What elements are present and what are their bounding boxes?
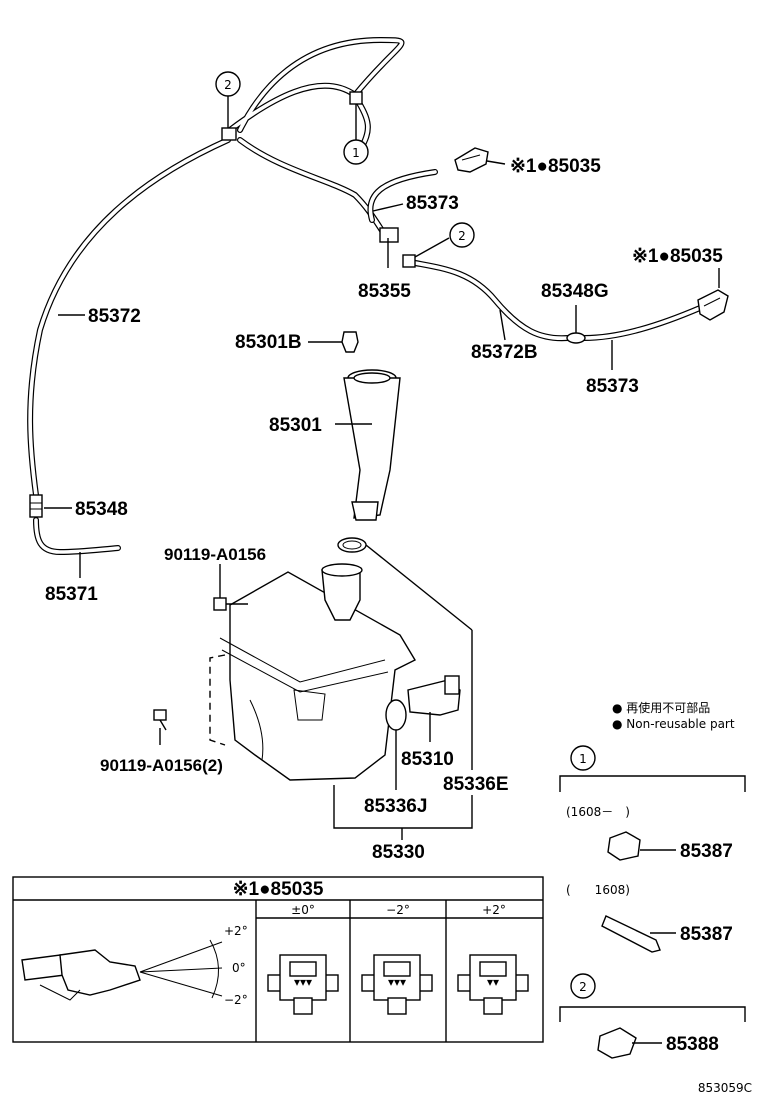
label-85330: 85330 xyxy=(372,842,425,863)
svg-text:▾▾: ▾▾ xyxy=(487,975,499,989)
col-minus2: −2° xyxy=(386,903,410,917)
tank-hidden-edge xyxy=(209,654,226,746)
joint-85348G xyxy=(566,332,586,344)
label-85373-top: 85373 xyxy=(406,193,459,214)
label-85035-top: ※1●85035 xyxy=(510,156,601,177)
connector-view-plus2: ▾▾ xyxy=(457,954,529,1015)
diagram-id: 853059C xyxy=(698,1081,752,1095)
label-90119-b: 90119-A0156(2) xyxy=(100,756,223,775)
clip-85387-b xyxy=(601,915,661,953)
hose-85372 xyxy=(27,137,231,498)
clip-1 xyxy=(349,91,363,105)
label-85310: 85310 xyxy=(401,749,454,770)
nozzle-angle-table: ※1●85035 ±0° −2° +2° +2° 0° −2° ▾▾▾ xyxy=(12,876,544,1043)
washer-tank-85330 xyxy=(219,563,416,781)
angle-minus2: −2° xyxy=(224,993,248,1007)
svg-text:2: 2 xyxy=(224,78,232,92)
label-85373-right: 85373 xyxy=(586,376,639,397)
grommet-85336J xyxy=(385,699,407,731)
label-85388: 85388 xyxy=(666,1034,719,1055)
svg-text:▾▾▾: ▾▾▾ xyxy=(294,975,312,989)
hose-85371 xyxy=(33,517,121,556)
pump-85310 xyxy=(407,675,461,716)
angle-0: 0° xyxy=(232,961,246,975)
label-85372: 85372 xyxy=(88,306,141,327)
label-85301: 85301 xyxy=(269,415,322,436)
hose-85373-right xyxy=(581,305,703,341)
label-85336E: 85336E xyxy=(443,774,509,795)
svg-text:2: 2 xyxy=(458,229,466,243)
connector-view-minus2: ▾▾▾ xyxy=(361,954,433,1015)
label-85372B: 85372B xyxy=(471,342,538,363)
connector-view-0: ▾▾▾ xyxy=(267,954,339,1015)
bolt-90119-b xyxy=(153,709,167,731)
nozzle-85035-top xyxy=(454,147,489,173)
clip-85387-a xyxy=(607,831,641,861)
range-b: ( 1608) xyxy=(566,883,630,897)
label-85387-b: 85387 xyxy=(680,924,733,945)
clip-2-mid xyxy=(402,254,416,268)
hose-85372B xyxy=(407,259,571,342)
svg-text:▾▾▾: ▾▾▾ xyxy=(388,975,406,989)
range-a: (1608－ ) xyxy=(566,805,630,819)
col-plus2: +2° xyxy=(482,903,506,917)
label-85348: 85348 xyxy=(75,499,128,520)
bolt-90119-a xyxy=(213,597,248,611)
leader-lines xyxy=(44,96,720,840)
label-85301B: 85301B xyxy=(235,332,302,353)
angle-plus2: +2° xyxy=(224,924,248,938)
hose-85373-top xyxy=(367,169,438,223)
label-90119-a: 90119-A0156 xyxy=(164,545,266,564)
circle-marker-2-top: 2 xyxy=(215,71,241,97)
nozzle-side-view xyxy=(21,939,223,1001)
clip-85388 xyxy=(597,1027,637,1059)
svg-text:2: 2 xyxy=(579,980,587,994)
filler-neck-85301 xyxy=(343,369,401,521)
col-0: ±0° xyxy=(291,903,315,917)
legend-en: ● Non-reusable part xyxy=(612,717,735,731)
hose-upper-loop xyxy=(227,36,405,238)
circle-marker-1: 1 xyxy=(343,139,369,165)
label-85348G: 85348G xyxy=(541,281,609,302)
label-85371: 85371 xyxy=(45,584,98,605)
joint-85348 xyxy=(29,494,43,518)
clip-85301B xyxy=(341,331,359,353)
legend-jp: ● 再使用不可部品 xyxy=(612,700,710,715)
label-85355: 85355 xyxy=(358,281,411,302)
table-title: ※1●85035 xyxy=(233,879,324,900)
joint-85355 xyxy=(379,227,399,243)
circle-marker-2-mid: 2 xyxy=(449,222,475,248)
seal-85336E xyxy=(337,537,367,553)
svg-text:1: 1 xyxy=(352,146,360,160)
clip-2-upper xyxy=(221,127,237,141)
nozzle-85035-right xyxy=(697,289,729,321)
label-85336J: 85336J xyxy=(364,796,427,817)
svg-text:1: 1 xyxy=(579,752,587,766)
panel-1: 1 (1608－ ) 85387 ( 1608) 85387 xyxy=(559,745,746,953)
panel-2: 2 85388 xyxy=(559,973,746,1059)
label-85387-a: 85387 xyxy=(680,841,733,862)
label-85035-right: ※1●85035 xyxy=(632,246,723,267)
